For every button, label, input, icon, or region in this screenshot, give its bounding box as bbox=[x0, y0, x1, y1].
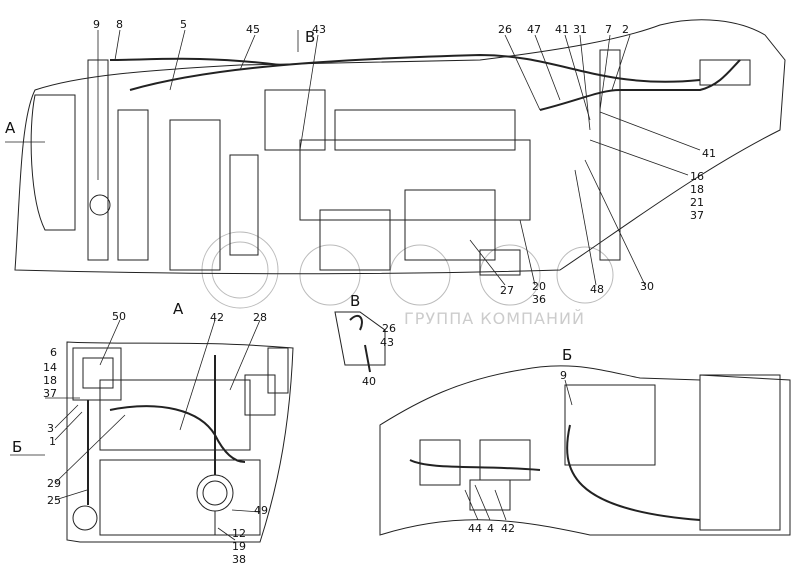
callout: 5 bbox=[180, 18, 187, 31]
view-a-drawing bbox=[66, 341, 294, 543]
view-v-title: В bbox=[350, 292, 360, 310]
callout: 42 bbox=[501, 522, 515, 535]
callout: 1 bbox=[49, 435, 56, 448]
callout: 26 bbox=[382, 322, 396, 335]
callout: 6 bbox=[50, 346, 57, 359]
callout: 43 bbox=[380, 336, 394, 349]
callout: 42 bbox=[210, 311, 224, 324]
callout: 29 bbox=[47, 477, 61, 490]
view-v-drawing bbox=[334, 311, 386, 373]
watermark-subtitle: ГРУППА КОМПАНИЙ bbox=[404, 309, 585, 328]
main-view-engine bbox=[14, 19, 786, 276]
callout: 2 bbox=[622, 23, 629, 36]
callout: 44 bbox=[468, 522, 482, 535]
callout: 48 bbox=[590, 283, 604, 296]
callout: 26 bbox=[498, 23, 512, 36]
callout: 12 bbox=[232, 527, 246, 540]
callout: 38 bbox=[232, 553, 246, 566]
view-b-leaders bbox=[464, 379, 573, 521]
callout: 31 bbox=[573, 23, 587, 36]
callout: 7 bbox=[605, 23, 612, 36]
callout: 8 bbox=[116, 18, 123, 31]
callout: 9 bbox=[560, 369, 567, 382]
callout: 21 bbox=[690, 196, 704, 209]
callout: 18 bbox=[690, 183, 704, 196]
callout: 25 bbox=[47, 494, 61, 507]
view-b-title: Б bbox=[562, 346, 572, 364]
callout: 9 bbox=[93, 18, 100, 31]
callout: 16 bbox=[690, 170, 704, 183]
main-view-labels: 9 8 5 45 43 26 47 41 31 7 2 41 16 18 21 … bbox=[93, 18, 716, 306]
callout: 47 bbox=[527, 23, 541, 36]
callout: 14 bbox=[43, 361, 57, 374]
callout: 49 bbox=[254, 504, 268, 517]
view-b-drawing bbox=[379, 365, 791, 536]
callout: 41 bbox=[555, 23, 569, 36]
callout: 18 bbox=[43, 374, 57, 387]
callout: 37 bbox=[43, 387, 57, 400]
view-a-title: А bbox=[173, 300, 184, 318]
callout: 45 bbox=[246, 23, 260, 36]
view-arrow-b: Б bbox=[12, 438, 22, 456]
callout: 4 bbox=[487, 522, 494, 535]
callout: 28 bbox=[253, 311, 267, 324]
callout: 3 bbox=[47, 422, 54, 435]
callout: 40 bbox=[362, 375, 376, 388]
callout: 43 bbox=[312, 23, 326, 36]
callout: 30 bbox=[640, 280, 654, 293]
main-view-leaders bbox=[5, 29, 701, 286]
view-a-labels: 50 6 14 18 37 3 1 29 25 42 28 49 12 19 3… bbox=[43, 310, 268, 566]
view-arrow-v: В bbox=[305, 28, 315, 46]
callout: 20 bbox=[532, 280, 546, 293]
callout: 41 bbox=[702, 147, 716, 160]
callout: 36 bbox=[532, 293, 546, 306]
callout: 19 bbox=[232, 540, 246, 553]
callout: 27 bbox=[500, 284, 514, 297]
callout: 37 bbox=[690, 209, 704, 222]
view-a-leaders bbox=[10, 319, 261, 541]
view-arrow-a: А bbox=[5, 119, 16, 137]
callout: 50 bbox=[112, 310, 126, 323]
